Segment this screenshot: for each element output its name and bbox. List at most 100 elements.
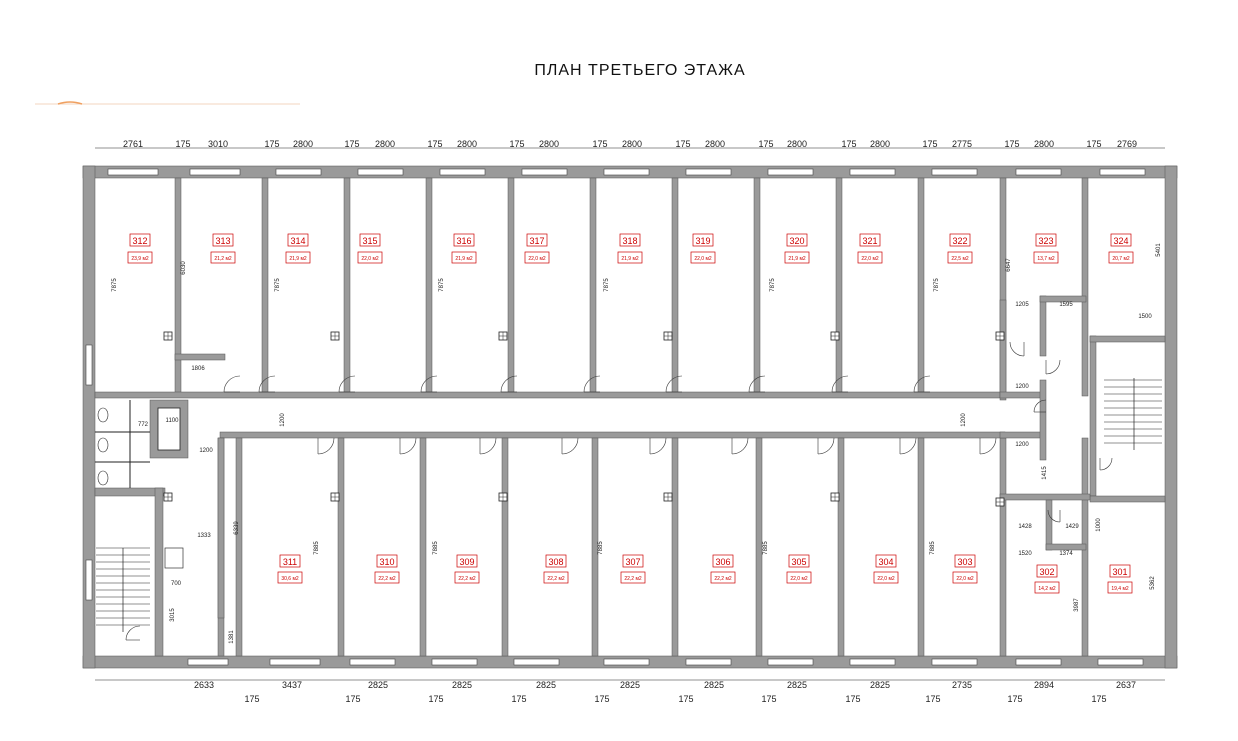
inner-dimension-vertical: 7885 bbox=[930, 541, 936, 555]
window bbox=[685, 658, 732, 666]
inner-dimension-vertical: 1381 bbox=[229, 630, 235, 644]
partition-wall bbox=[835, 177, 843, 397]
window bbox=[1015, 658, 1062, 666]
window bbox=[85, 344, 93, 386]
room-area: 22,5 м2 bbox=[951, 256, 969, 262]
room-area: 21,2 м2 bbox=[214, 256, 232, 262]
door-swing bbox=[338, 375, 356, 393]
room-area: 19,4 м2 bbox=[1111, 586, 1129, 592]
window bbox=[931, 658, 978, 666]
room-number: 306 bbox=[715, 557, 730, 567]
stair-wall bbox=[154, 487, 164, 657]
room-number-box bbox=[859, 233, 881, 247]
decorative-mark bbox=[57, 101, 83, 105]
window bbox=[931, 168, 978, 176]
room-area: 21,9 м2 bbox=[289, 256, 307, 262]
room-area: 21,9 м2 bbox=[788, 256, 806, 262]
inner-dimension-horizontal: 1100 bbox=[166, 418, 180, 424]
room-number-box bbox=[692, 233, 714, 247]
inner-dimension-horizontal: 1200 bbox=[1015, 384, 1029, 390]
room-area-box bbox=[127, 251, 153, 264]
door-swing bbox=[1045, 359, 1061, 375]
partition-wall bbox=[507, 177, 515, 397]
room-number-box bbox=[453, 233, 475, 247]
inner-dimension-vertical: 7875 bbox=[770, 278, 776, 292]
inner-dimension-vertical: 7875 bbox=[604, 278, 610, 292]
inner-dimension-horizontal: 1806 bbox=[191, 366, 205, 372]
toilet-fixture bbox=[97, 407, 109, 423]
room-number-box bbox=[954, 554, 976, 568]
room-area-box bbox=[1107, 581, 1133, 594]
room-number: 319 bbox=[695, 236, 710, 246]
bottom-dimension: 2825 bbox=[452, 680, 472, 690]
partition-wall bbox=[917, 177, 925, 397]
room-area: 22,0 м2 bbox=[956, 576, 974, 582]
window bbox=[1099, 168, 1146, 176]
window bbox=[513, 658, 560, 666]
door-swing bbox=[979, 437, 997, 455]
door-swing bbox=[223, 375, 241, 393]
room-number: 315 bbox=[362, 236, 377, 246]
toilet-fixture bbox=[97, 470, 109, 486]
toilet-fixture bbox=[97, 437, 109, 453]
partition-wall bbox=[174, 177, 182, 397]
window bbox=[1097, 658, 1144, 666]
room-number: 312 bbox=[132, 236, 147, 246]
bottom-small-dimension: 175 bbox=[678, 694, 693, 704]
room-number-box bbox=[1035, 233, 1057, 247]
room-number-box bbox=[622, 554, 644, 568]
service-wall bbox=[174, 353, 226, 361]
top-dimension: 175 bbox=[841, 139, 856, 149]
bottom-small-dimension: 175 bbox=[345, 694, 360, 704]
window bbox=[603, 168, 650, 176]
bottom-dimension: 2637 bbox=[1116, 680, 1136, 690]
room-number-box bbox=[949, 233, 971, 247]
room-number: 318 bbox=[622, 236, 637, 246]
door-swing bbox=[665, 375, 683, 393]
service-wall bbox=[999, 299, 1007, 401]
partition-wall bbox=[261, 177, 269, 397]
room-number-box bbox=[1109, 564, 1131, 578]
inner-dimension-horizontal: 1374 bbox=[1059, 551, 1073, 557]
room-number-box bbox=[456, 554, 478, 568]
door-swing bbox=[731, 437, 749, 455]
room-number: 323 bbox=[1038, 236, 1053, 246]
room-number: 304 bbox=[878, 557, 893, 567]
bottom-small-dimension: 175 bbox=[511, 694, 526, 704]
room-number-box bbox=[212, 233, 234, 247]
room-number-box bbox=[875, 554, 897, 568]
door-swing bbox=[125, 625, 141, 641]
inner-dimension-vertical: 3015 bbox=[170, 608, 176, 622]
top-dimension: 2800 bbox=[787, 139, 807, 149]
inner-dimension-horizontal: 700 bbox=[171, 581, 182, 587]
top-dimension: 175 bbox=[592, 139, 607, 149]
room-number: 322 bbox=[952, 236, 967, 246]
room-number: 308 bbox=[548, 557, 563, 567]
door-swing bbox=[479, 437, 497, 455]
bottom-dimension: 2735 bbox=[952, 680, 972, 690]
room-area: 21,9 м2 bbox=[621, 256, 639, 262]
room-number-box bbox=[788, 554, 810, 568]
room-area-box bbox=[952, 571, 978, 584]
door-swing bbox=[817, 437, 835, 455]
room-area: 22,0 м2 bbox=[861, 256, 879, 262]
inner-dimension-horizontal: 1520 bbox=[1018, 551, 1032, 557]
room-number-box bbox=[376, 554, 398, 568]
door-swing bbox=[561, 437, 579, 455]
room-number-box bbox=[287, 233, 309, 247]
window bbox=[603, 658, 650, 666]
room-number: 320 bbox=[789, 236, 804, 246]
outer-wall-left bbox=[82, 165, 96, 669]
door-swing bbox=[399, 437, 417, 455]
room-number: 303 bbox=[957, 557, 972, 567]
room-number: 314 bbox=[290, 236, 305, 246]
room-area-box bbox=[285, 251, 311, 264]
room-area-box bbox=[454, 571, 480, 584]
door-swing bbox=[317, 437, 335, 455]
door-swing bbox=[831, 375, 849, 393]
room-area-box bbox=[524, 251, 550, 264]
window bbox=[685, 168, 732, 176]
bottom-small-dimension: 175 bbox=[925, 694, 940, 704]
